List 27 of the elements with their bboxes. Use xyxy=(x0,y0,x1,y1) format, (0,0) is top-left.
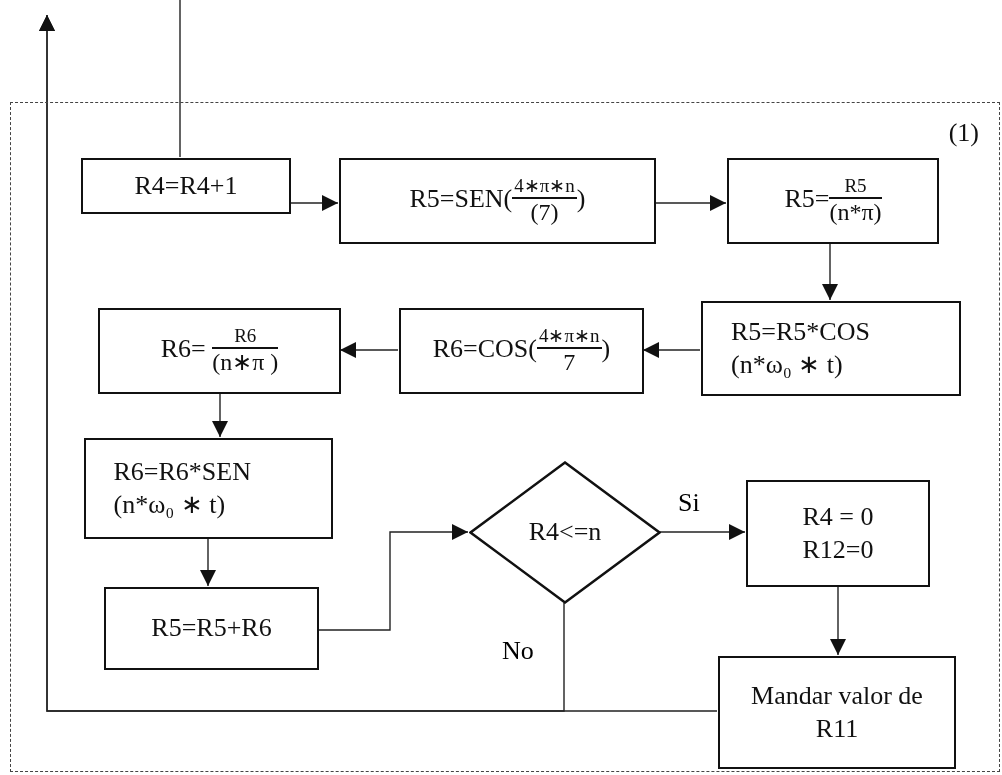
arrow xyxy=(659,524,746,540)
formula-text: R4<=n xyxy=(528,516,602,549)
arrow xyxy=(830,585,846,656)
process-box xyxy=(339,158,656,244)
process-box xyxy=(104,587,319,670)
formula-text: R5=R5*COS (n*ω₀ ∗ t) xyxy=(731,316,871,381)
formula-text: R5=R5+R6 xyxy=(151,612,272,645)
process-box xyxy=(727,158,939,244)
process-box xyxy=(718,656,956,769)
process-box xyxy=(98,308,341,394)
frame-label: (1) xyxy=(948,117,979,149)
arrow xyxy=(212,392,228,438)
formula-text: Mandar valor de R11 xyxy=(750,680,924,745)
arrow xyxy=(822,242,838,301)
process-box xyxy=(84,438,333,539)
formula-text: R4=R4+1 xyxy=(134,169,238,202)
decision-diamond xyxy=(469,461,661,604)
process-box xyxy=(701,301,961,396)
formula-text: R4 = 0 R12=0 xyxy=(801,501,875,566)
connector-line xyxy=(179,0,181,158)
formula-text: R6=R6*SEN (n*ω₀ ∗ t) xyxy=(113,456,252,521)
process-box xyxy=(746,480,930,587)
dashed-frame xyxy=(10,102,1000,772)
process-box xyxy=(399,308,644,394)
arrow xyxy=(200,537,216,587)
process-box xyxy=(81,158,291,214)
arrow xyxy=(39,14,718,712)
